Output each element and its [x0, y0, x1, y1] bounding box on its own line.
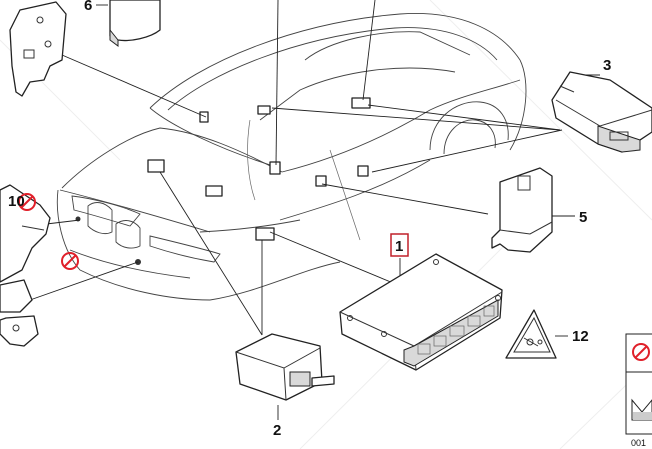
part-2-module[interactable] [235, 333, 335, 401]
part-10-bracket[interactable] [0, 184, 51, 347]
callout-6: 6 [84, 0, 92, 14]
callout-1-box: 1 [390, 233, 409, 257]
callout-10: 10 [8, 193, 25, 210]
callout-12: 12 [572, 328, 589, 345]
callout-1: 1 [395, 238, 403, 255]
part-12-warning-label[interactable] [505, 309, 557, 359]
callout-3: 3 [603, 57, 611, 74]
prohibited-icon [18, 193, 36, 211]
part-5-bracket[interactable] [491, 167, 553, 253]
car-outline [56, 13, 527, 301]
part-3-module[interactable] [551, 71, 652, 153]
car-sensors [75, 97, 371, 265]
part-6-module[interactable] [109, 0, 161, 47]
callout-5: 5 [579, 209, 587, 226]
callout-2: 2 [273, 422, 281, 439]
prohibited-icon [61, 252, 79, 270]
part-1-control-unit[interactable] [339, 253, 503, 371]
part-6-bracket[interactable] [9, 1, 67, 97]
prohibited-icon [632, 343, 650, 361]
symbol-panel [625, 333, 652, 435]
footer-code: 001 [631, 438, 646, 448]
